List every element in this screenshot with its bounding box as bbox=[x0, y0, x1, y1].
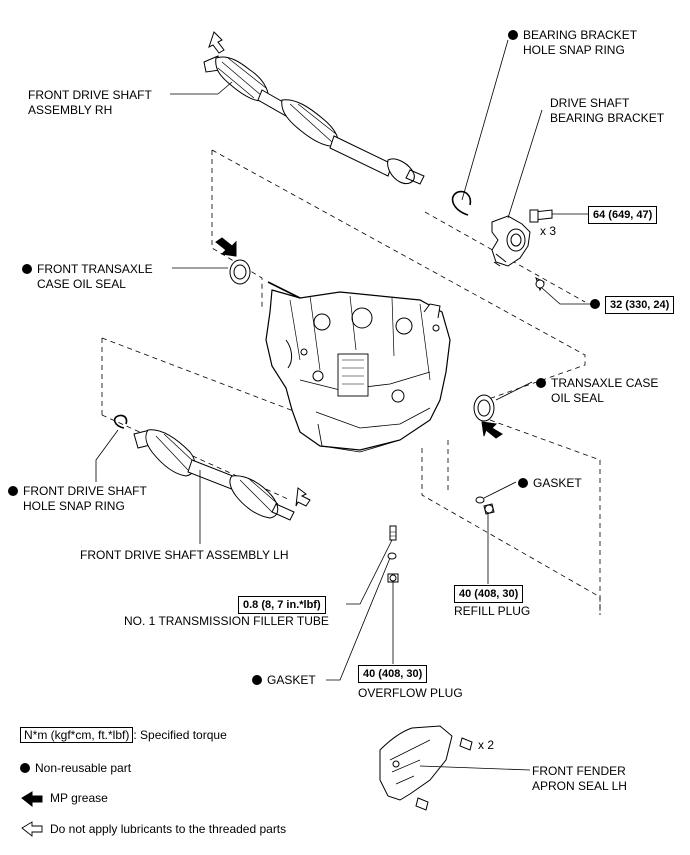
non-reusable-dot-icon bbox=[8, 486, 18, 496]
front-drive-shaft-lh-drawing bbox=[133, 429, 295, 521]
bearing-bracket-snap-ring-drawing bbox=[451, 190, 472, 216]
label-bracket-nut-torque: 32 (330, 24) bbox=[590, 296, 675, 314]
label-transaxle-case-oil-seal: TRANSAXLE CASE OIL SEAL bbox=[536, 376, 658, 406]
gasket-bottom-drawing bbox=[387, 552, 397, 560]
mp-grease-arrow-rear bbox=[481, 421, 503, 439]
non-reusable-dot-icon bbox=[536, 378, 546, 388]
gasket-right-drawing bbox=[475, 496, 485, 504]
non-reusable-dot-icon bbox=[22, 264, 32, 274]
mp-grease-arrow-front bbox=[215, 237, 237, 257]
torque-bracket-nut: 32 (330, 24) bbox=[605, 296, 675, 314]
label-gasket-right: GASKET bbox=[518, 476, 582, 491]
non-reusable-dot-icon bbox=[252, 675, 262, 685]
drive-shaft-bearing-bracket-drawing bbox=[491, 209, 553, 292]
transaxle-case-oil-seal-drawing bbox=[473, 394, 495, 422]
legend-mp-grease-arrow-icon bbox=[21, 791, 43, 808]
filler-tube-drawing bbox=[389, 525, 397, 541]
label-refill-plug: REFILL PLUG bbox=[454, 604, 531, 618]
front-drive-shaft-rh-drawing bbox=[203, 55, 425, 185]
label-front-transaxle-oil-seal: FRONT TRANSAXLE CASE OIL SEAL bbox=[22, 262, 153, 292]
front-drive-shaft-snap-ring-drawing bbox=[113, 414, 128, 429]
refill-plug-drawing bbox=[483, 503, 495, 515]
front-fender-apron-seal-drawing bbox=[379, 725, 473, 811]
label-bearing-bracket-snap-ring: BEARING BRACKET HOLE SNAP RING bbox=[508, 28, 637, 58]
legend-mp-grease: MP grease bbox=[50, 791, 108, 805]
legend-non-reusable-dot-icon bbox=[20, 763, 30, 773]
qty-bracket-bolt: x 3 bbox=[540, 224, 557, 238]
label-filler-tube: NO. 1 TRANSMISSION FILLER TUBE bbox=[124, 614, 329, 628]
non-reusable-dot-icon bbox=[508, 30, 518, 40]
torque-overflow-plug: 40 (408, 30) bbox=[358, 665, 428, 683]
label-drive-shaft-bearing-bracket: DRIVE SHAFT BEARING BRACKET bbox=[550, 96, 665, 125]
non-reusable-dot-icon bbox=[590, 299, 600, 309]
label-front-drive-shaft-rh: FRONT DRIVE SHAFT ASSEMBLY RH bbox=[28, 88, 152, 117]
legend-torque-box: N*m (kgf*cm, ft.*lbf) bbox=[20, 727, 134, 743]
legend-torque: N*m (kgf*cm, ft.*lbf): Specified torque bbox=[20, 727, 227, 743]
legend-non-reusable: Non-reusable part bbox=[20, 761, 131, 776]
front-transaxle-oil-seal-drawing bbox=[229, 259, 251, 285]
transaxle-assembly-drawing bbox=[265, 281, 451, 453]
label-overflow-plug: OVERFLOW PLUG bbox=[358, 686, 463, 700]
label-front-drive-shaft-lh: FRONT DRIVE SHAFT ASSEMBLY LH bbox=[80, 548, 289, 562]
no-lubricant-arrow-lh bbox=[295, 487, 311, 507]
non-reusable-dot-icon bbox=[518, 478, 528, 488]
no-lubricant-arrow-rh bbox=[208, 31, 225, 54]
legend-no-lubricant-arrow-icon bbox=[21, 821, 43, 837]
label-front-fender-apron-seal: FRONT FENDER APRON SEAL LH bbox=[532, 764, 627, 793]
qty-apron-clip: x 2 bbox=[478, 738, 495, 752]
torque-refill-plug: 40 (408, 30) bbox=[454, 585, 524, 603]
label-gasket-bottom: GASKET bbox=[252, 673, 316, 688]
torque-bracket-bolt: 64 (649, 47) bbox=[588, 206, 658, 224]
label-front-drive-shaft-snap-ring: FRONT DRIVE SHAFT HOLE SNAP RING bbox=[8, 484, 147, 514]
torque-filler-tube: 0.8 (8, 7 in.*lbf) bbox=[238, 596, 326, 614]
legend-no-lubricant: Do not apply lubricants to the threaded … bbox=[50, 822, 287, 836]
